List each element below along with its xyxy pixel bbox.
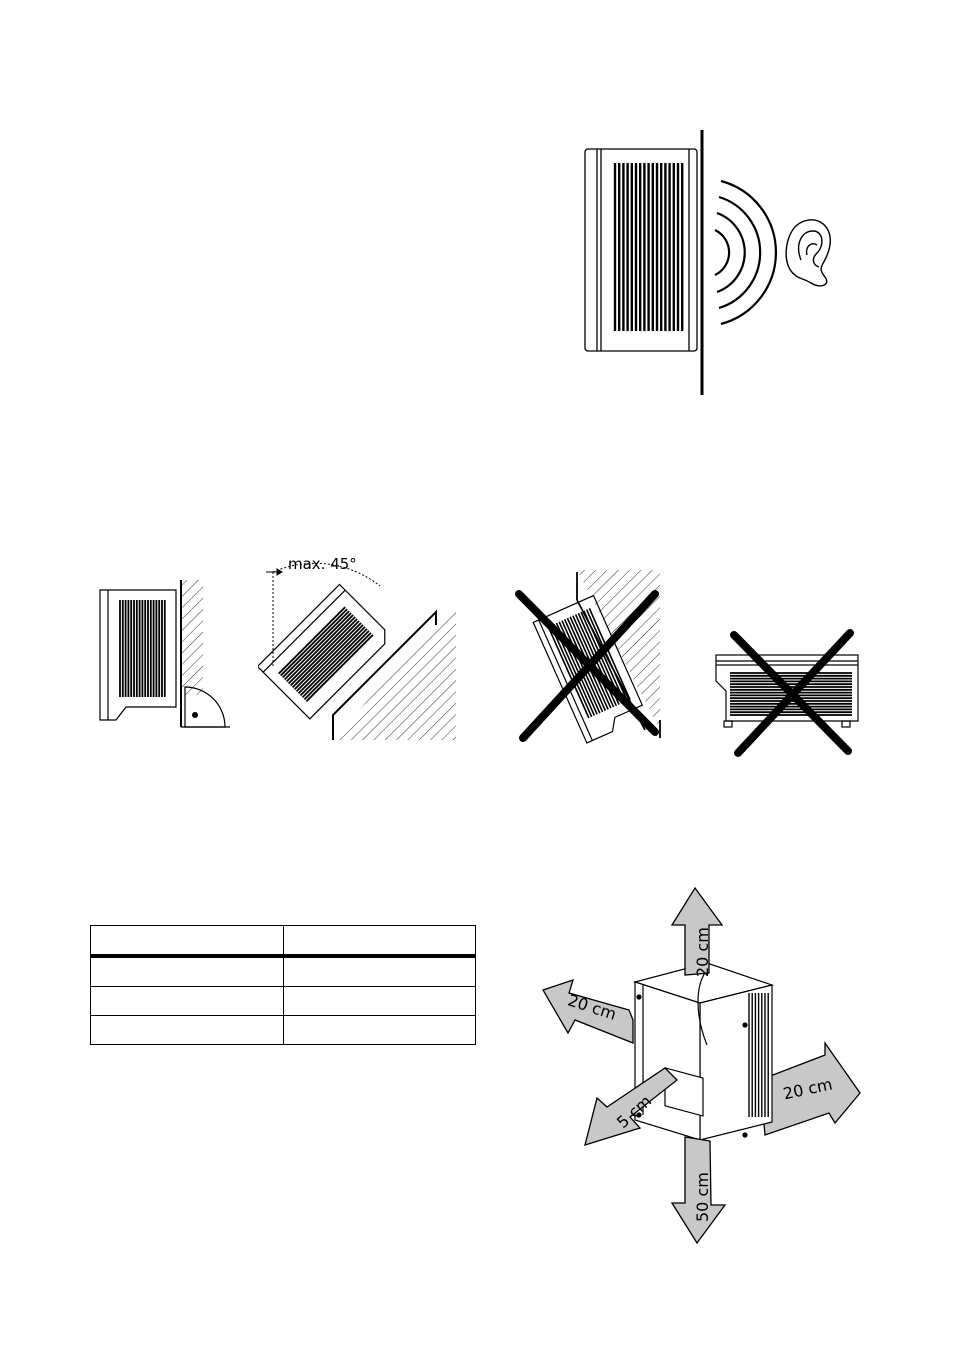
max-angle-label: max. 45° xyxy=(288,555,357,573)
cooling-fin xyxy=(289,618,358,687)
cooling-fin xyxy=(583,610,626,703)
table-header-cell xyxy=(90,925,284,958)
inverter-forward-tilted xyxy=(532,594,644,744)
top-clearance-arrow: 20 cm xyxy=(670,886,724,977)
mounting-tilted-figure: max. 45° xyxy=(258,555,456,740)
noise-wall-figure xyxy=(584,130,831,395)
cooling-fin xyxy=(561,620,604,713)
bottom-clearance-arrow: 50 cm xyxy=(670,1136,727,1245)
inverter-horizontal-view xyxy=(715,654,859,722)
ear-icon xyxy=(785,219,831,287)
angle-indicator xyxy=(266,562,381,668)
table-row xyxy=(90,955,476,987)
cooling-fin xyxy=(295,624,364,693)
cooling-fins xyxy=(278,606,374,702)
cooling-fin xyxy=(293,622,362,691)
cooling-fin xyxy=(284,612,352,681)
cooling-fins xyxy=(613,163,684,331)
inverter-isometric xyxy=(632,962,775,1141)
inverter-side-view xyxy=(99,589,177,721)
mounting-horizontal-figure xyxy=(715,629,859,757)
table-header-cell xyxy=(282,925,476,958)
top-clearance-label: 20 cm xyxy=(693,927,712,977)
table-cell xyxy=(282,955,476,987)
table-cell xyxy=(90,1015,284,1045)
cooling-fin xyxy=(280,608,348,677)
table-header-row xyxy=(90,925,476,958)
cooling-fin xyxy=(287,616,356,685)
cooling-fin xyxy=(305,634,374,702)
cooling-fin xyxy=(285,614,354,683)
right-clearance-arrow: 20 cm xyxy=(759,1040,861,1136)
inverter-tilted-view xyxy=(258,583,386,720)
table-cell xyxy=(90,955,284,987)
cooling-fin xyxy=(550,625,593,718)
wall-hatching xyxy=(181,580,203,695)
cooling-fin xyxy=(585,609,628,702)
cooling-fin xyxy=(297,626,366,695)
mounting-forward-tilt-figure xyxy=(515,570,661,744)
table-cell xyxy=(282,986,476,1016)
right-angle-icon xyxy=(181,686,230,728)
clearance-table xyxy=(90,925,476,1045)
cooling-fin xyxy=(547,626,590,719)
cross-out-icon xyxy=(515,590,659,742)
cooling-fin xyxy=(588,608,631,701)
cooling-fin xyxy=(301,630,370,698)
cooling-fin xyxy=(303,632,372,700)
table-row xyxy=(90,986,476,1016)
feet xyxy=(723,720,851,728)
angle-dot-icon xyxy=(192,712,198,718)
cooling-fin xyxy=(291,620,360,689)
cooling-fins xyxy=(119,600,166,697)
cross-out-icon xyxy=(730,629,854,757)
tilted-wall-line xyxy=(332,609,437,740)
wall-hatching xyxy=(333,610,456,740)
left-clearance-arrow: 20 cm xyxy=(542,978,634,1044)
cooling-fin xyxy=(282,610,350,679)
cooling-fin xyxy=(278,606,346,675)
mounting-vertical-figure xyxy=(99,580,230,728)
sound-waves-icon xyxy=(714,179,778,326)
table-row xyxy=(90,1015,476,1045)
cooling-fin xyxy=(299,628,368,697)
inverter-side-view xyxy=(584,148,698,352)
bottom-clearance-label: 50 cm xyxy=(693,1172,712,1222)
clearance-figure: 20 cm 20 cm 20 cm 5 cm 50 cm xyxy=(542,886,861,1245)
table-cell xyxy=(282,1015,476,1045)
table-cell xyxy=(90,986,284,1016)
